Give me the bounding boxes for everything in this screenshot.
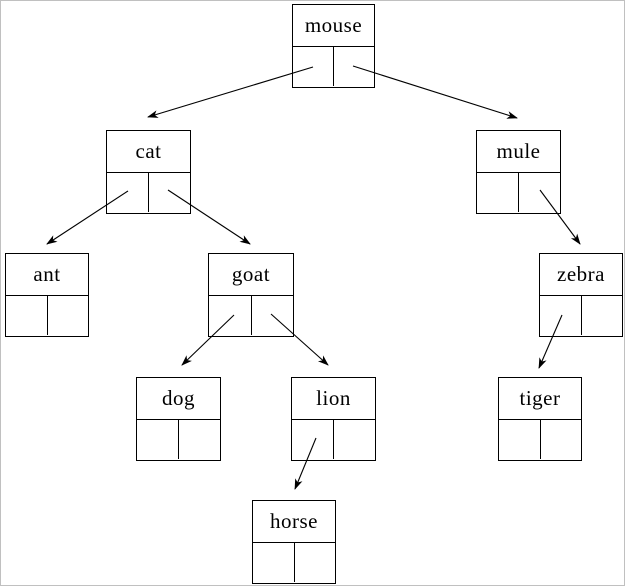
left-pointer-cell xyxy=(540,296,581,335)
left-pointer-cell xyxy=(253,543,294,582)
right-pointer-cell xyxy=(333,420,375,459)
left-pointer-cell xyxy=(499,420,540,459)
node-label-horse: horse xyxy=(253,501,335,543)
left-pointer-cell xyxy=(477,173,518,212)
node-pointer-cells xyxy=(292,420,375,459)
node-label-cat: cat xyxy=(107,131,190,173)
right-pointer-cell xyxy=(518,173,560,212)
node-pointer-cells xyxy=(6,296,88,335)
tree-node-cat: cat xyxy=(106,130,191,214)
tree-node-mouse: mouse xyxy=(292,4,375,88)
node-label-goat: goat xyxy=(209,254,293,296)
node-pointer-cells xyxy=(107,173,190,212)
tree-node-tiger: tiger xyxy=(498,377,582,461)
tree-node-mule: mule xyxy=(476,130,561,214)
tree-node-lion: lion xyxy=(291,377,376,461)
node-label-mouse: mouse xyxy=(293,5,374,47)
right-pointer-cell xyxy=(333,47,374,86)
tree-node-zebra: zebra xyxy=(539,253,623,337)
right-pointer-cell xyxy=(539,420,582,459)
node-label-lion: lion xyxy=(292,378,375,420)
left-pointer-cell xyxy=(6,296,47,335)
tree-node-dog: dog xyxy=(136,377,221,461)
left-pointer-cell xyxy=(293,47,333,86)
node-pointer-cells xyxy=(253,543,335,582)
left-pointer-cell xyxy=(107,173,148,212)
left-pointer-cell xyxy=(209,296,251,335)
node-pointer-cells xyxy=(499,420,581,459)
tree-node-horse: horse xyxy=(252,500,336,584)
right-pointer-cell xyxy=(250,296,294,335)
node-pointer-cells xyxy=(477,173,560,212)
node-label-mule: mule xyxy=(477,131,560,173)
node-pointer-cells xyxy=(137,420,220,459)
node-label-ant: ant xyxy=(6,254,88,296)
left-pointer-cell xyxy=(137,420,178,459)
right-pointer-cell xyxy=(580,296,623,335)
right-pointer-cell xyxy=(148,173,190,212)
node-pointer-cells xyxy=(293,47,374,86)
tree-node-goat: goat xyxy=(208,253,294,337)
node-label-zebra: zebra xyxy=(540,254,622,296)
right-pointer-cell xyxy=(293,543,336,582)
right-pointer-cell xyxy=(46,296,89,335)
right-pointer-cell xyxy=(178,420,220,459)
tree-node-ant: ant xyxy=(5,253,89,337)
node-pointer-cells xyxy=(209,296,293,335)
node-label-dog: dog xyxy=(137,378,220,420)
node-pointer-cells xyxy=(540,296,622,335)
left-pointer-cell xyxy=(292,420,333,459)
node-label-tiger: tiger xyxy=(499,378,581,420)
